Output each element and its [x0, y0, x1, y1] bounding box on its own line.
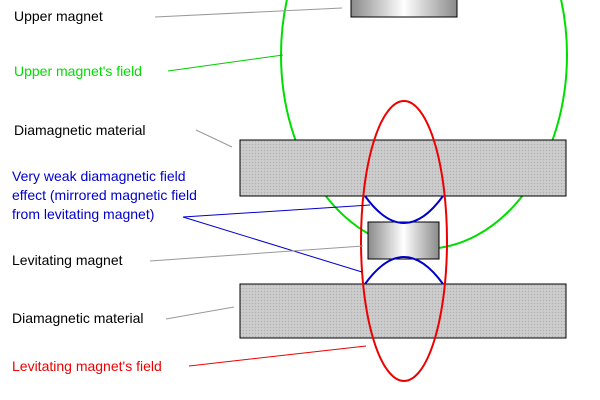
- pointer-upper-field: [167, 54, 284, 72]
- diamagnetic-material-bottom: [239, 283, 567, 339]
- label-diamagnetic-top: Diamagnetic material: [14, 122, 146, 138]
- levitating-magnet: [367, 221, 440, 260]
- upper-magnet-field: [280, 0, 568, 250]
- pointer-weak-effect-lower: [182, 216, 363, 273]
- pointer-diamagnetic-top: [195, 129, 233, 148]
- label-upper-magnet: Upper magnet: [14, 8, 103, 24]
- pointer-upper-magnet: [154, 7, 343, 18]
- pointer-weak-effect-upper: [182, 204, 371, 218]
- diamagnetic-material-top: [239, 139, 567, 197]
- levitating-magnet-field: [360, 100, 448, 382]
- weak-field-arc-lower: [364, 256, 444, 285]
- weak-field-arc-upper: [364, 195, 444, 224]
- pointer-levitating-magnet: [149, 245, 364, 262]
- label-levitating-magnet: Levitating magnet: [12, 252, 123, 268]
- label-levitating-field: Levitating magnet's field: [12, 358, 162, 374]
- label-diamagnetic-bottom: Diamagnetic material: [12, 310, 144, 326]
- label-weak-effect-line1: Very weak diamagnetic field: [12, 168, 186, 184]
- label-weak-effect-line3: from levitating magnet): [12, 206, 154, 222]
- upper-magnet: [350, 0, 458, 18]
- pointer-levitating-field: [188, 345, 367, 367]
- pointer-diamagnetic-bottom: [165, 306, 235, 320]
- label-upper-field: Upper magnet's field: [14, 63, 142, 79]
- label-weak-effect-line2: effect (mirrored magnetic field: [12, 187, 197, 203]
